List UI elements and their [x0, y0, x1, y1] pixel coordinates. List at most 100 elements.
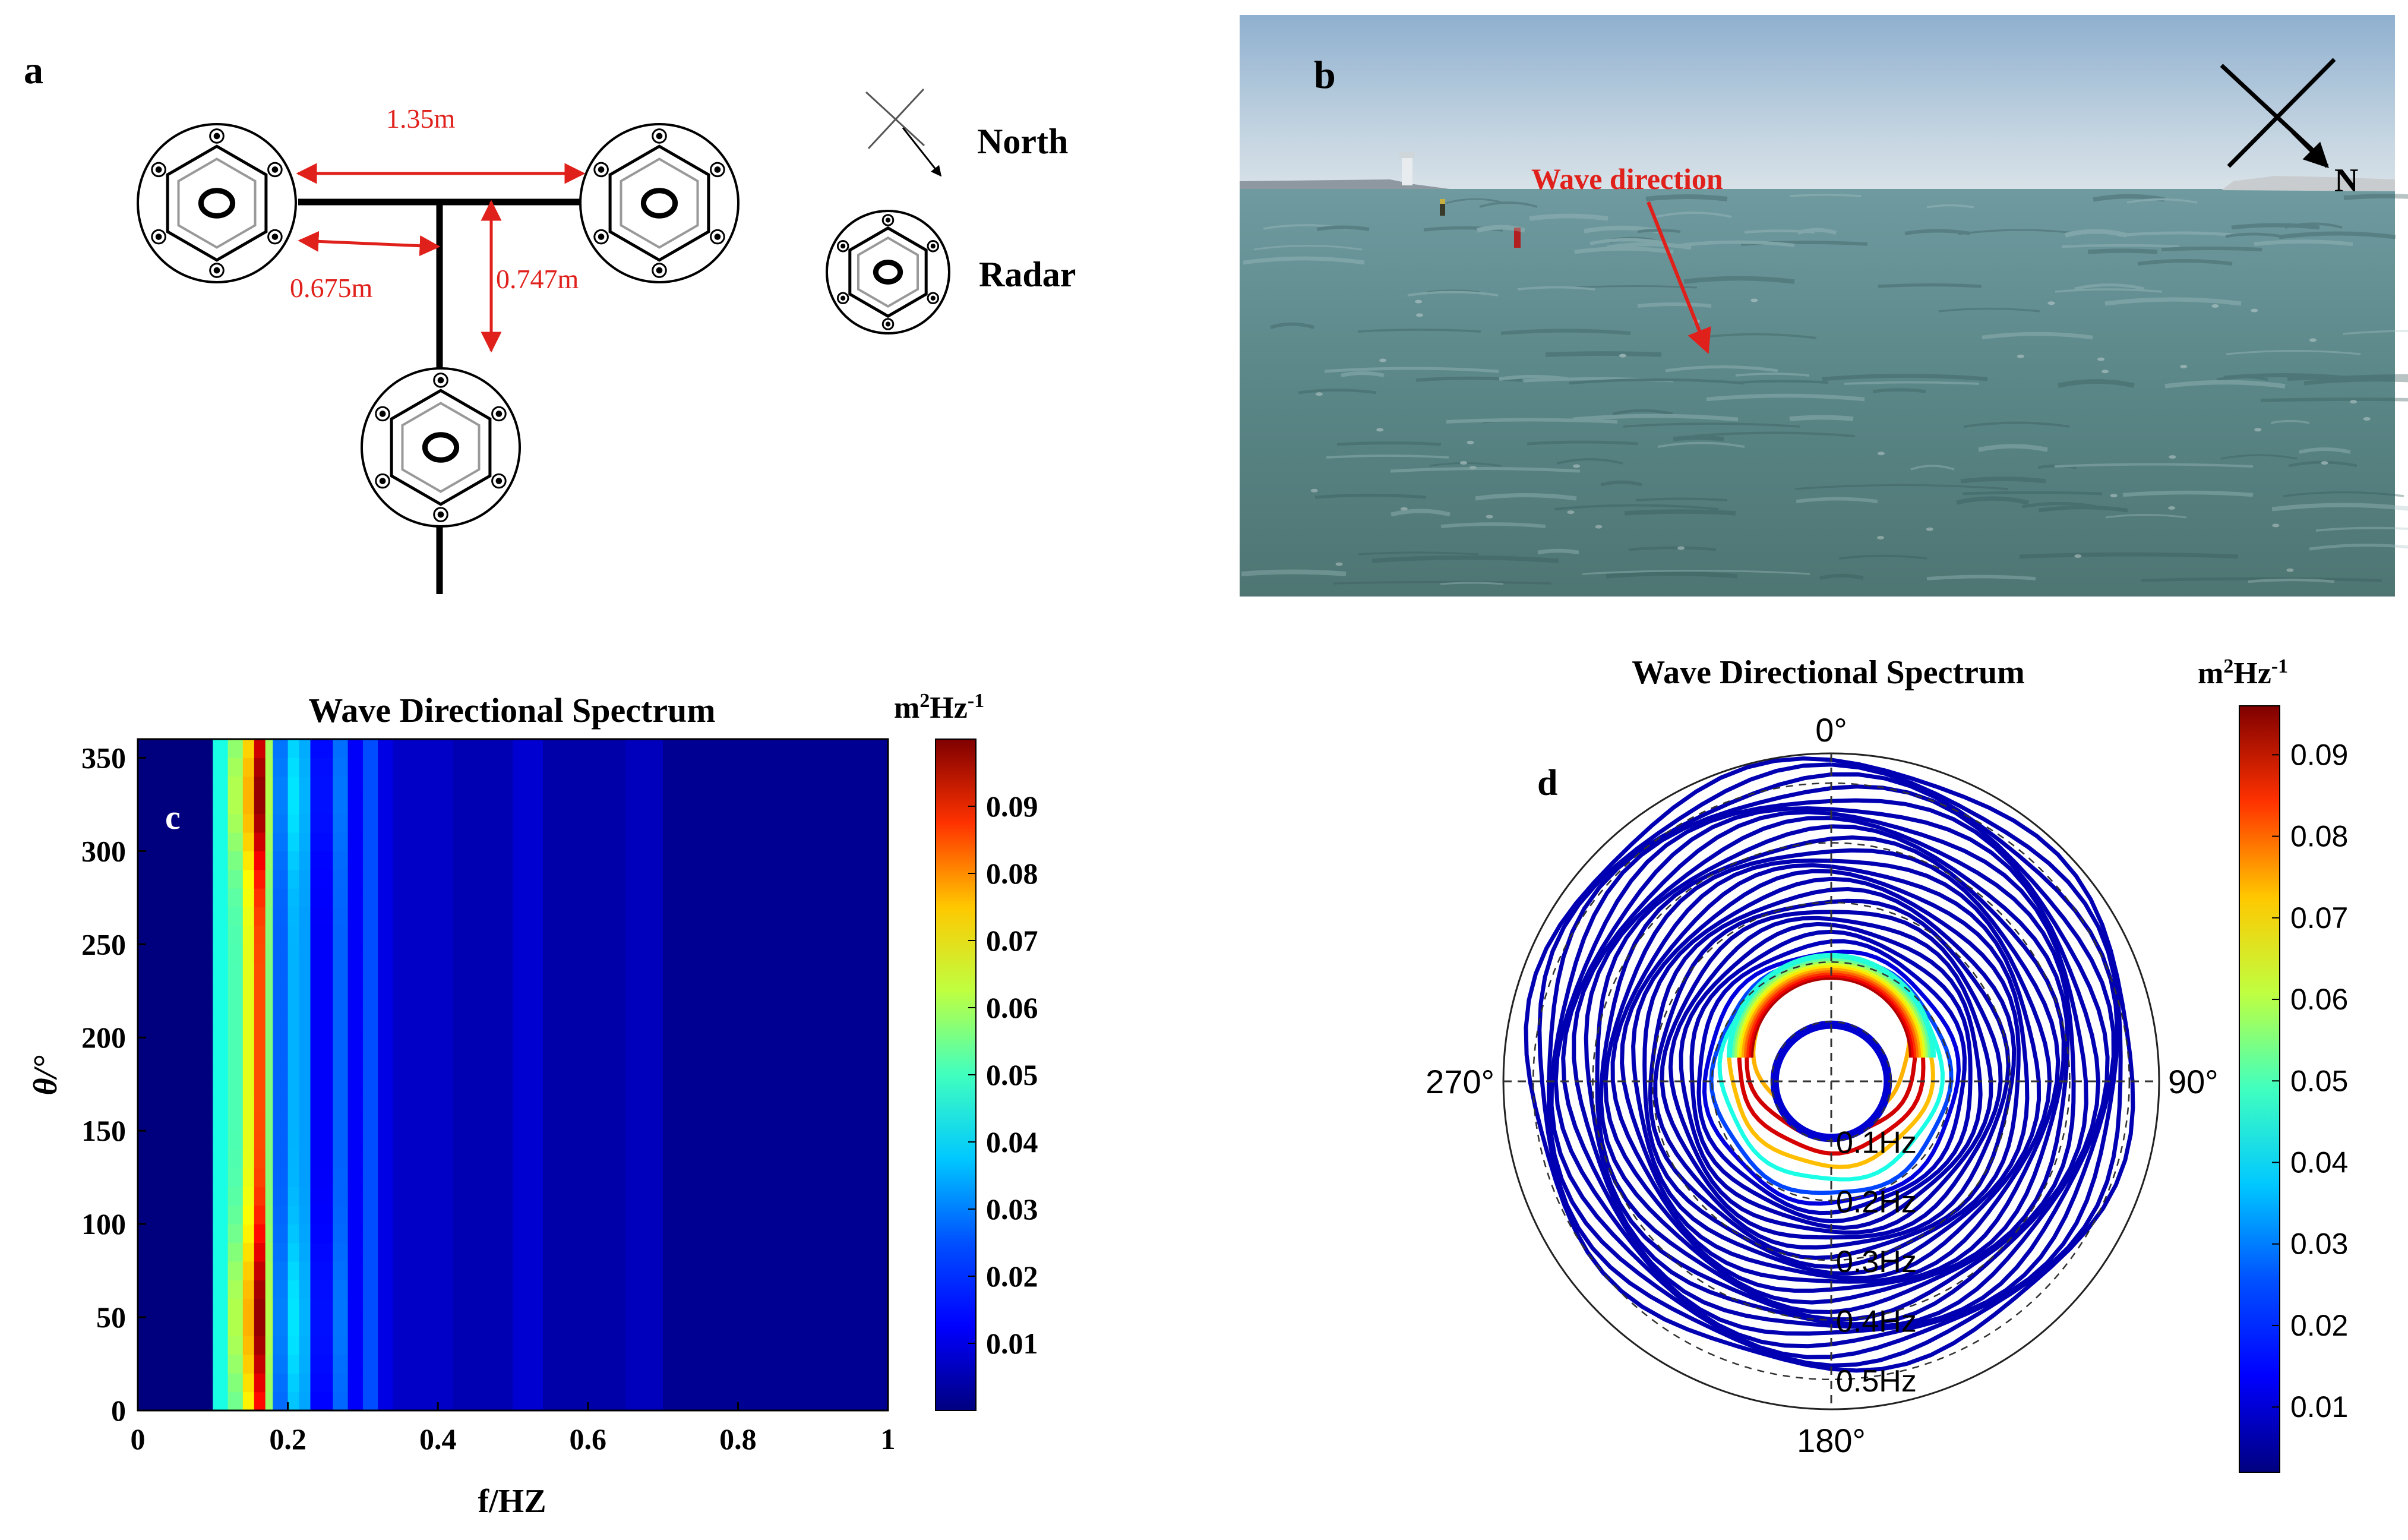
- heatmap-cell: [378, 1018, 394, 1038]
- heatmap-cell: [213, 739, 229, 758]
- heatmap-cell: [310, 1018, 333, 1038]
- sea-photo-water: [1240, 189, 2395, 597]
- heatmap-cell: [663, 925, 889, 945]
- wave-crest: [2279, 231, 2396, 239]
- heatmap-cell: [138, 1000, 213, 1020]
- heatmap-cell: [227, 1167, 244, 1187]
- radar-outer-ring: [826, 210, 950, 334]
- heatmap-cell: [287, 982, 300, 1001]
- seagull: [1573, 464, 1581, 468]
- heatmap-cell: [265, 925, 273, 945]
- heatmap-cell: [213, 907, 229, 926]
- heatmap-cell: [138, 851, 213, 870]
- heatmap-cell: [453, 1317, 514, 1337]
- heatmap-cell: [310, 1056, 333, 1075]
- wave-crest: [1529, 213, 1609, 221]
- heatmap-cell: [378, 1093, 394, 1113]
- heatmap-cell: [213, 1280, 229, 1299]
- heatmap-cell: [347, 1131, 364, 1150]
- heatmap-cell: [242, 795, 255, 815]
- heatmap-cell: [362, 851, 378, 870]
- heatmap-cell: [138, 944, 213, 964]
- wave-crest: [2284, 222, 2343, 229]
- heatmap-cell: [333, 1224, 349, 1244]
- heatmap-cell: [287, 944, 300, 964]
- heatmap-cell: [625, 795, 663, 815]
- wave-crest: [2309, 543, 2408, 551]
- heatmap-cell: [453, 1112, 514, 1131]
- heatmap-cell: [138, 1280, 213, 1299]
- colorbar-tick-label: 0.01: [2290, 1390, 2348, 1424]
- heatmap-cell: [242, 869, 255, 889]
- heatmap-cell: [138, 1037, 213, 1057]
- heatmap-cell: [393, 1391, 453, 1411]
- heatmap-cell: [453, 1391, 514, 1411]
- wave-crest: [1740, 241, 1868, 246]
- legend-radar-label: Radar: [979, 255, 1076, 294]
- heatmap-cell: [513, 888, 543, 908]
- polar-radial-label: 0.1Hz: [1836, 1125, 1917, 1160]
- seagull: [2074, 554, 2082, 558]
- contour-level: [1709, 959, 1954, 1195]
- heatmap-cell: [453, 1037, 514, 1057]
- heatmap-cell: [287, 1167, 300, 1187]
- heatmap-cell: [362, 982, 378, 1001]
- heatmap-cell: [273, 1224, 289, 1244]
- heatmap-cell: [362, 1167, 378, 1187]
- heatmap-cell: [453, 1018, 514, 1038]
- heatmap-cell: [287, 1186, 300, 1206]
- heatmap-cell: [310, 739, 333, 758]
- heatmap-cell: [663, 851, 889, 870]
- colorbar-tick-label: 0.05: [2290, 1064, 2348, 1097]
- wave-crest: [2021, 501, 2097, 509]
- heatmap-cell: [254, 962, 266, 982]
- polar-angle-label: 270°: [1426, 1063, 1494, 1100]
- heatmap-cell: [513, 869, 543, 889]
- heatmap-cell: [273, 1056, 289, 1075]
- heatmap-cell: [663, 982, 889, 1001]
- heatmap-cell: [310, 1149, 333, 1169]
- heatmap-cell: [299, 739, 311, 758]
- heatmap-cell: [265, 1000, 273, 1020]
- colorbar-tick-label: 0.08: [986, 857, 1038, 890]
- radar-bolt-center: [271, 233, 279, 240]
- heatmap-cell: [347, 1186, 364, 1206]
- wave-crest: [2019, 552, 2239, 559]
- heatmap-cell: [254, 869, 266, 889]
- x-tick-label: 0: [131, 1422, 146, 1456]
- wave-crest: [2220, 454, 2298, 460]
- heatmap-cell: [393, 944, 453, 964]
- heatmap-cell: [227, 1205, 244, 1225]
- heatmap-cell: [227, 1224, 244, 1244]
- heatmap-cell: [333, 1373, 349, 1393]
- heatmap-cell: [242, 907, 255, 926]
- wave-crest: [1298, 389, 1377, 395]
- heatmap-cell: [333, 1000, 349, 1020]
- heatmap-cell: [299, 982, 311, 1001]
- heatmap-cell: [254, 1280, 266, 1299]
- heatmap-cell: [138, 962, 213, 982]
- heatmap-cell: [663, 813, 889, 833]
- wave-crest: [2283, 491, 2404, 497]
- dimension-label-vertical: 0.747m: [496, 264, 579, 294]
- heatmap-cell: [543, 1205, 626, 1225]
- wave-crest: [1499, 375, 1568, 381]
- heatmap-cell: [347, 1037, 364, 1057]
- heatmap-cell: [362, 1242, 378, 1262]
- radar-bolt-center: [885, 217, 891, 223]
- heatmap-cell: [242, 832, 255, 851]
- heatmap-cell: [287, 1242, 300, 1262]
- heatmap-cell: [265, 1205, 273, 1225]
- heatmap-cell: [625, 776, 663, 796]
- heatmap-cell: [378, 776, 394, 796]
- heatmap-cell: [378, 1205, 394, 1225]
- heatmap-cell: [663, 1018, 889, 1038]
- heatmap-cell: [347, 1354, 364, 1374]
- heatmap-cell: [453, 776, 514, 796]
- heatmap-cell: [625, 739, 663, 758]
- wave-crest: [1482, 418, 1613, 424]
- wave-crest: [2271, 503, 2408, 512]
- heatmap-cell: [393, 925, 453, 945]
- heatmap-cell: [347, 832, 364, 851]
- heatmap-cell: [543, 907, 626, 926]
